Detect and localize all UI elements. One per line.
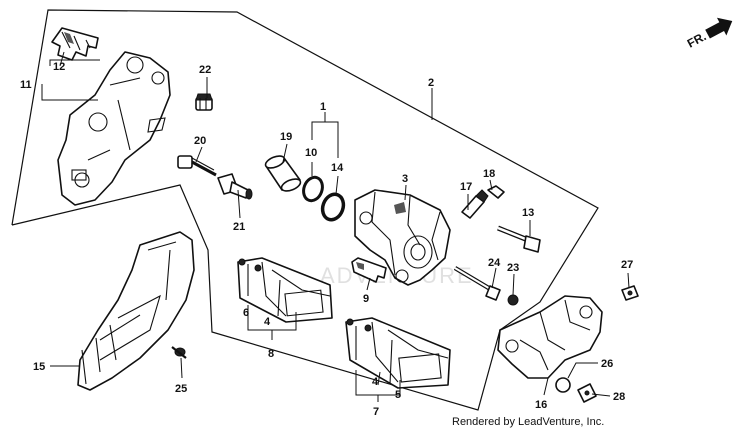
callout-13: 13: [522, 207, 534, 219]
part-9-pad-spring: [351, 257, 387, 283]
callout-2: 2: [428, 77, 434, 89]
part-23-plug: [507, 294, 519, 306]
part-12-clip: [51, 27, 99, 61]
callout-12: 12: [53, 61, 65, 73]
callout-14: 14: [331, 162, 344, 174]
pad-set-lower: [345, 317, 451, 389]
callout-24: 24: [488, 257, 501, 269]
callout-6: 6: [243, 307, 249, 319]
callout-28: 28: [613, 391, 625, 403]
callout-23: 23: [507, 262, 519, 274]
callout-1: 1: [320, 101, 326, 113]
part-10-piston-seal: [302, 175, 324, 203]
callout-22: 22: [199, 64, 211, 76]
callout-9: 9: [363, 293, 369, 305]
callout-10: 10: [305, 147, 317, 159]
callout-5: 5: [395, 389, 401, 401]
part-21-bolt: [217, 173, 253, 200]
part-17-bleeder: [461, 189, 489, 219]
callout-numbers: 1 2 3 4 4 5 6 7 8 9 10 11 12 13 14 15 16…: [20, 61, 633, 418]
part-13-pad-pin: [497, 225, 541, 253]
part-28-bolt: [577, 383, 597, 403]
callout-17: 17: [460, 181, 472, 193]
part-24-pin: [453, 266, 501, 301]
part-16-bracket: [497, 295, 603, 379]
leader-lines: [41, 51, 630, 402]
callout-26: 26: [601, 358, 613, 370]
part-18-cap: [487, 185, 505, 199]
callout-7: 7: [373, 406, 379, 418]
callout-4a: 4: [264, 316, 271, 328]
part-20-pin-bolt: [177, 155, 217, 177]
part-14-dust-seal: [320, 192, 346, 222]
callout-18: 18: [483, 168, 495, 180]
callout-15: 15: [33, 361, 45, 373]
callout-11: 11: [20, 79, 32, 91]
part-27-bolt: [621, 285, 639, 301]
callout-20: 20: [194, 135, 206, 147]
callout-27: 27: [621, 259, 633, 271]
callout-16: 16: [535, 399, 547, 411]
part-26-collar: [555, 377, 571, 393]
part-25-screw: [171, 346, 187, 359]
part-22-bolt: [195, 93, 213, 111]
callout-25: 25: [175, 383, 187, 395]
footer-credit: Rendered by LeadVenture, Inc.: [452, 416, 605, 428]
callout-19: 19: [280, 131, 292, 143]
part-19-piston: [264, 155, 302, 192]
callout-4b: 4: [372, 376, 379, 388]
callout-21: 21: [233, 221, 245, 233]
callout-8: 8: [268, 348, 274, 360]
pad-set-upper: [237, 257, 333, 323]
part-15-disc-cover: [77, 231, 195, 391]
part-3-caliper-body: [354, 189, 451, 286]
front-direction-arrow: FR.: [685, 17, 733, 51]
part-11-caliper-bracket: [57, 51, 171, 206]
svg-text:FR.: FR.: [685, 29, 709, 50]
callout-3: 3: [402, 173, 408, 185]
